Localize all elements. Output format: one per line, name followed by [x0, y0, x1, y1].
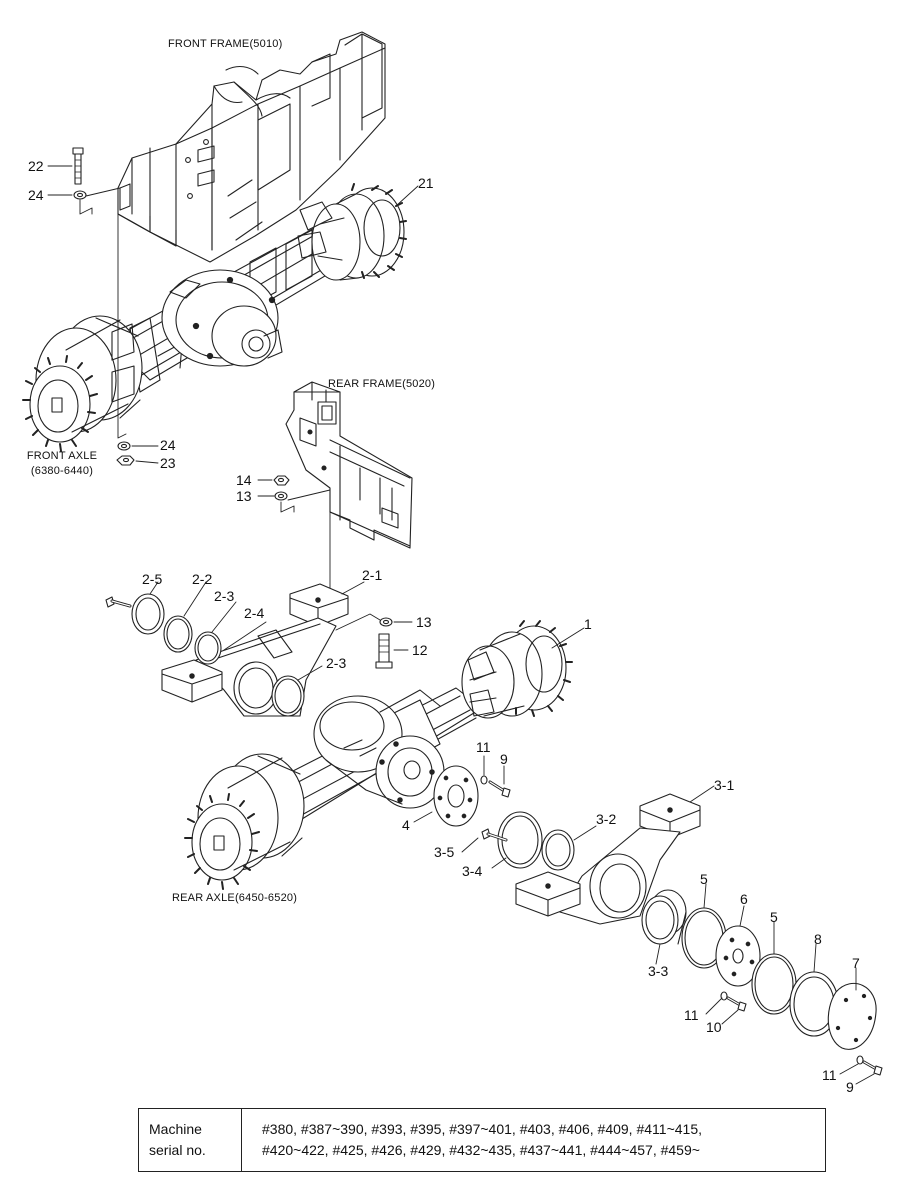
callout-11-a: 11: [476, 739, 491, 755]
callout-2-5: 2-5: [142, 571, 163, 587]
callout-23: 23: [160, 455, 176, 471]
rear-mount-leader: [280, 489, 331, 513]
callout-9-a: 9: [500, 751, 508, 767]
serial-values-line2: #420~422, #425, #426, #429, #432~435, #4…: [262, 1142, 700, 1158]
rear-washer-11-a: [480, 775, 488, 785]
callout-2-2: 2-2: [192, 571, 213, 587]
callout-3-3: 3-3: [648, 963, 669, 979]
leader-lines: [47, 165, 875, 1085]
callout-13-right: 13: [416, 614, 432, 630]
callout-7: 7: [852, 955, 860, 971]
rear-seals-2: [131, 593, 305, 717]
rear-washer-11-c: [856, 1055, 864, 1065]
callout-9-b: 9: [846, 1079, 854, 1095]
callout-4: 4: [402, 817, 410, 833]
callout-5-a: 5: [700, 871, 708, 887]
front-axle-caption-line1: FRONT AXLE: [26, 450, 98, 462]
callout-2-4: 2-4: [244, 605, 265, 621]
rear-bushing-3-3: [641, 889, 687, 945]
callout-3-2: 3-2: [596, 811, 617, 827]
callout-3-4: 3-4: [462, 863, 483, 879]
callout-11-c: 11: [822, 1067, 837, 1083]
callout-5-b: 5: [770, 909, 778, 925]
callout-13-left: 13: [236, 488, 252, 504]
rear-frame-caption: REAR FRAME(5020): [328, 378, 436, 390]
serial-values-line1: #380, #387~390, #393, #395, #397~401, #4…: [262, 1121, 702, 1137]
callout-2-1: 2-1: [362, 567, 383, 583]
callout-6: 6: [740, 891, 748, 907]
callout-3-5: 3-5: [434, 844, 455, 860]
callout-1: 1: [584, 616, 592, 632]
callout-12: 12: [412, 642, 428, 658]
front-washer-24-top: [73, 190, 87, 200]
rear-plate-4: [433, 765, 479, 827]
callout-3-1: 3-1: [714, 777, 735, 793]
rear-washer-13-left: [274, 491, 288, 501]
callout-2-3-low: 2-3: [326, 655, 347, 671]
front-frame-caption: FRONT FRAME(5010): [168, 38, 283, 50]
rear-washer-11-b: [720, 991, 728, 1001]
rear-nut-14: [273, 475, 290, 486]
rear-washer-13-right: [379, 617, 393, 627]
serial-header-line2: serial no.: [149, 1142, 206, 1158]
front-frame-drawing: [117, 31, 386, 263]
rear-axle-drawing: [184, 620, 573, 890]
rear-bolt-10: [726, 996, 747, 1012]
front-nut-23: [116, 455, 135, 466]
callout-22: 22: [28, 158, 44, 174]
serial-table-values: #380, #387~390, #393, #395, #397~401, #4…: [242, 1109, 825, 1171]
rear-bolt-leader: [335, 613, 381, 631]
callout-24-low: 24: [160, 437, 176, 453]
front-washer-24-low: [117, 441, 131, 451]
serial-table-header: Machine serial no.: [139, 1109, 242, 1171]
rear-axle-caption: REAR AXLE(6450-6520): [172, 892, 298, 904]
callout-2-3-top: 2-3: [214, 588, 235, 604]
rear-bolt-2-5: [105, 596, 132, 608]
callout-8: 8: [814, 931, 822, 947]
serial-header-line1: Machine: [149, 1121, 202, 1137]
front-bolt-22: [72, 147, 84, 185]
rear-frame-drawing: [285, 381, 413, 549]
callout-14: 14: [236, 472, 252, 488]
rear-seals-3: [497, 811, 575, 871]
rear-bolt-9-b: [862, 1060, 883, 1076]
callout-11-b: 11: [684, 1007, 699, 1023]
rear-bolt-12: [375, 633, 393, 669]
callout-10: 10: [706, 1019, 722, 1035]
rear-bracket-2-4: [161, 583, 349, 717]
rear-bolt-9-a: [488, 780, 511, 798]
machine-serial-table: Machine serial no. #380, #387~390, #393,…: [138, 1108, 826, 1172]
rear-shim-5-b: [751, 953, 797, 1015]
front-axle-caption-line2: (6380-6440): [30, 465, 94, 477]
rear-cover-7: [827, 982, 877, 1050]
front-axle-drawing: [22, 183, 407, 452]
callout-24-top: 24: [28, 187, 44, 203]
front-mount-leader: [79, 187, 121, 215]
rear-plate-6: [715, 925, 761, 987]
rear-bracket-3-1: [515, 793, 701, 925]
rear-bolt-3-5: [481, 828, 508, 842]
callout-21: 21: [418, 175, 434, 191]
front-mount-axis-line: [117, 213, 127, 439]
